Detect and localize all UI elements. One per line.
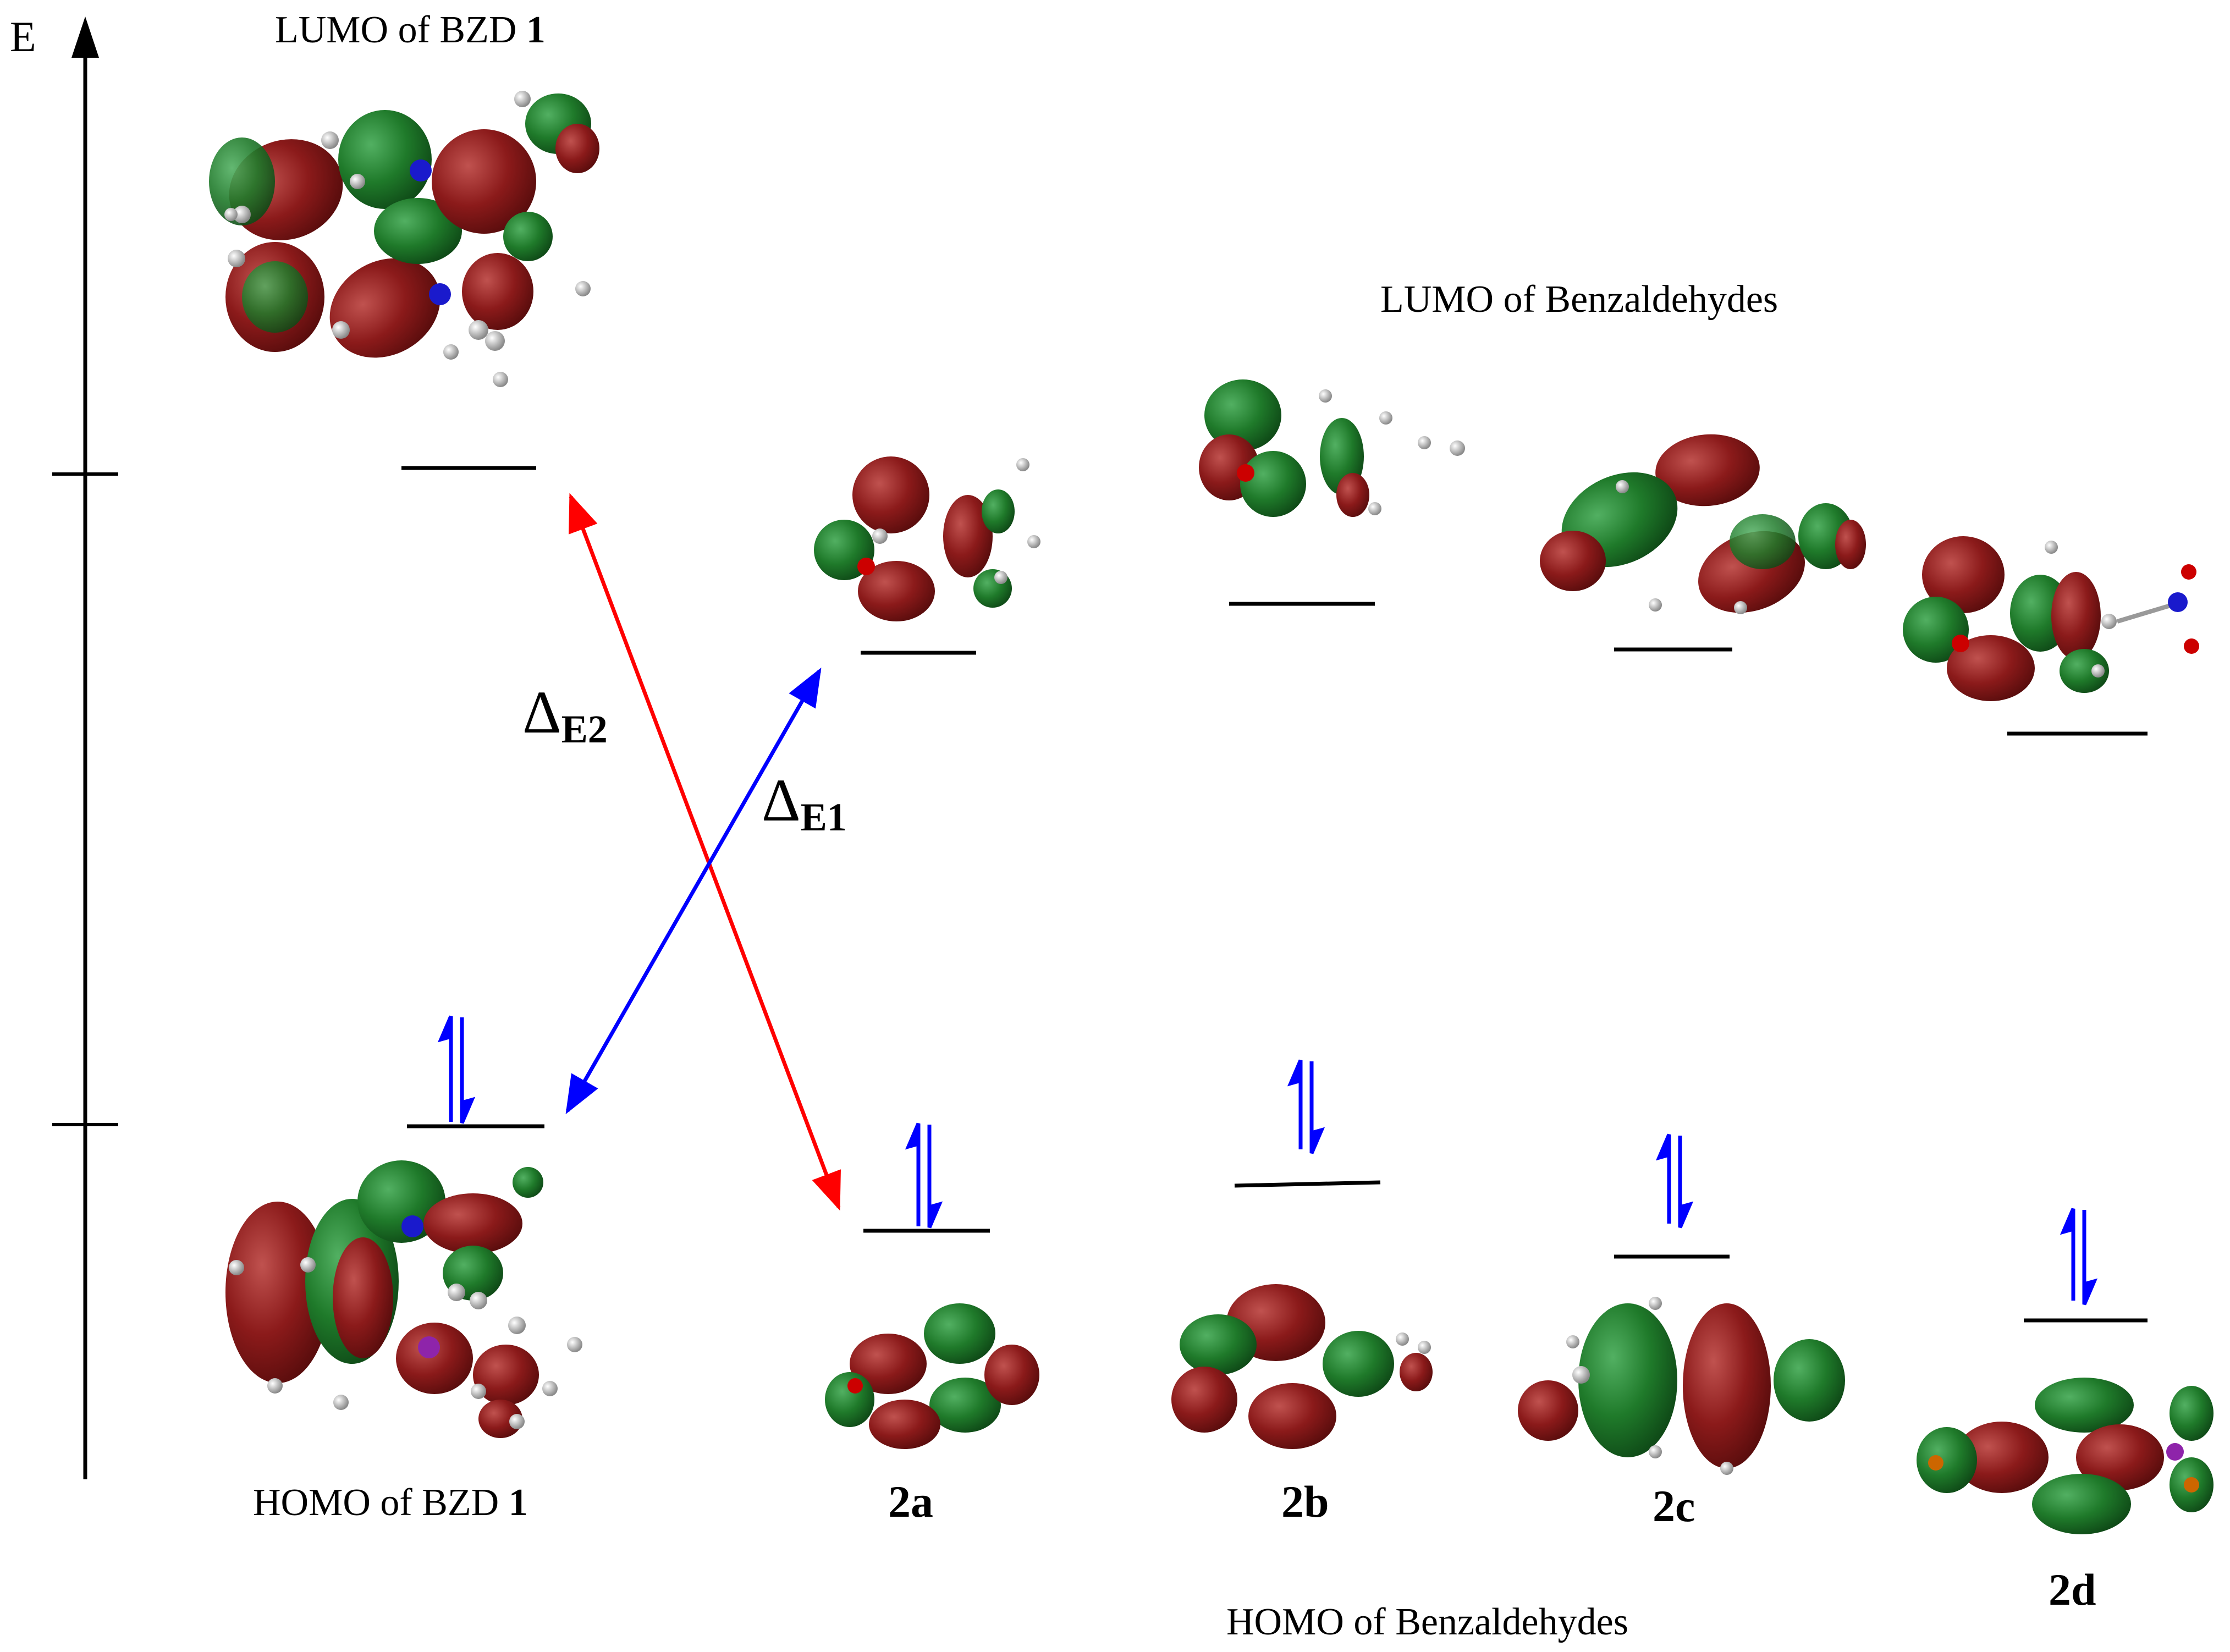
compound-label-2a: 2a — [888, 1477, 933, 1527]
compound-label-2d: 2d — [2049, 1565, 2096, 1615]
delta-e1-arrow — [565, 667, 822, 1115]
2b-homo-orbital — [1171, 1284, 1433, 1449]
2d-lumo-orbital — [1903, 536, 2199, 701]
delta-e1-subscript: E1 — [800, 795, 847, 839]
bzd1-lumo-compound-number: 1 — [526, 9, 546, 51]
bzd1-homo-label-text: HOMO of BZD — [253, 1482, 509, 1524]
delta-e2-symbol: Δ — [522, 679, 561, 746]
delta-e2-subscript: E2 — [561, 707, 608, 751]
benzaldehydes-lumo-label: LUMO of Benzaldehydes — [1380, 278, 1779, 321]
delta-e1-symbol: Δ — [762, 767, 801, 834]
2d-homo-orbital — [1917, 1378, 2214, 1534]
energy-axis-arrowhead — [71, 16, 99, 58]
bzd1-homo-label: HOMO of BZD 1 — [253, 1484, 528, 1522]
bzd1-homo-orbital — [225, 1160, 582, 1438]
2c-homo-orbital — [1518, 1297, 1845, 1475]
electron-pair-2a-homo — [905, 1122, 943, 1229]
delta-e2-label: ΔE2 — [522, 682, 608, 749]
electron-pair-2d-homo — [2060, 1208, 2098, 1306]
bzd1-lumo-orbital — [209, 91, 599, 387]
2a-homo-orbital — [825, 1303, 1039, 1449]
delta-e1-label: ΔE1 — [762, 770, 847, 837]
2a-lumo-orbital — [814, 456, 1040, 621]
bzd1-lumo-label: LUMO of BZD 1 — [275, 11, 546, 49]
benzaldehydes-homo-label: HOMO of Benzaldehydes — [1226, 1601, 1628, 1643]
2c-lumo-orbital — [1540, 434, 1866, 614]
delta-e2-arrow — [569, 493, 841, 1211]
bzd1-lumo-label-text: LUMO of BZD — [275, 9, 526, 51]
energy-axis-label: E — [10, 13, 36, 60]
compound-label-2c: 2c — [1653, 1481, 1695, 1531]
electron-pair-2c-homo — [1655, 1133, 1694, 1229]
2b-homo-level — [1234, 1180, 1381, 1188]
electron-pair-bzd1-homo — [437, 1015, 476, 1124]
compound-label-2b: 2b — [1281, 1477, 1329, 1527]
electron-pair-2b-homo — [1287, 1059, 1325, 1154]
bzd1-homo-compound-number: 1 — [508, 1482, 528, 1524]
2b-lumo-orbital — [1199, 379, 1465, 517]
